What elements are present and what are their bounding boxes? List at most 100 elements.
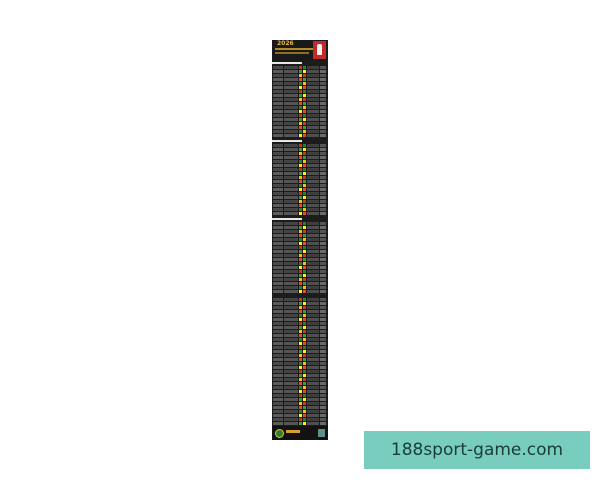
schedule-cell bbox=[273, 226, 283, 229]
schedule-cell bbox=[303, 378, 306, 381]
schedule-cell bbox=[299, 382, 302, 385]
schedule-cell bbox=[284, 314, 298, 317]
schedule-cell bbox=[303, 156, 306, 159]
schedule-cell bbox=[303, 184, 306, 187]
schedule-cell bbox=[299, 74, 302, 77]
schedule-cell bbox=[303, 346, 306, 349]
schedule-cell bbox=[273, 152, 283, 155]
schedule-cell bbox=[284, 254, 298, 257]
schedule-row bbox=[272, 334, 328, 337]
schedule-cell bbox=[320, 192, 326, 195]
schedule-cell bbox=[273, 176, 283, 179]
schedule-cell bbox=[299, 406, 302, 409]
schedule-cell bbox=[284, 318, 298, 321]
schedule-cell bbox=[299, 204, 302, 207]
schedule-cell bbox=[320, 326, 326, 329]
schedule-cell bbox=[303, 250, 306, 253]
schedule-cell bbox=[284, 110, 298, 113]
schedule-cell bbox=[273, 114, 283, 117]
schedule-cell bbox=[273, 86, 283, 89]
schedule-cell bbox=[320, 226, 326, 229]
schedule-cell bbox=[320, 342, 326, 345]
schedule-cell bbox=[320, 346, 326, 349]
schedule-cell bbox=[303, 310, 306, 313]
schedule-cell bbox=[303, 326, 306, 329]
schedule-cell bbox=[320, 298, 326, 301]
schedule-cell bbox=[299, 290, 302, 293]
schedule-cell bbox=[299, 212, 302, 215]
schedule-cell bbox=[273, 184, 283, 187]
schedule-cell bbox=[320, 130, 326, 133]
schedule-cell bbox=[284, 204, 298, 207]
schedule-cell bbox=[303, 282, 306, 285]
schedule-cell bbox=[299, 370, 302, 373]
schedule-cell bbox=[303, 78, 306, 81]
schedule-cell bbox=[320, 382, 326, 385]
schedule-cell bbox=[299, 414, 302, 417]
schedule-cell bbox=[303, 122, 306, 125]
schedule-cell bbox=[320, 82, 326, 85]
schedule-cell bbox=[307, 254, 319, 257]
schedule-cell bbox=[299, 118, 302, 121]
schedule-cell bbox=[299, 358, 302, 361]
schedule-cell bbox=[299, 350, 302, 353]
schedule-cell bbox=[299, 378, 302, 381]
schedule-cell bbox=[273, 314, 283, 317]
schedule-row bbox=[272, 90, 328, 93]
schedule-cell bbox=[307, 270, 319, 273]
schedule-cell bbox=[320, 362, 326, 365]
schedule-cell bbox=[273, 386, 283, 389]
schedule-row bbox=[272, 298, 328, 301]
schedule-row bbox=[272, 168, 328, 171]
schedule-cell bbox=[320, 350, 326, 353]
schedule-cell bbox=[273, 318, 283, 321]
schedule-cell bbox=[303, 274, 306, 277]
schedule-cell bbox=[273, 246, 283, 249]
schedule-cell bbox=[307, 184, 319, 187]
schedule-cell bbox=[307, 98, 319, 101]
schedule-cell bbox=[299, 226, 302, 229]
schedule-cell bbox=[307, 398, 319, 401]
schedule-cell bbox=[273, 242, 283, 245]
schedule-cell bbox=[273, 298, 283, 301]
schedule-cell bbox=[307, 78, 319, 81]
schedule-cell bbox=[299, 250, 302, 253]
watermark-banner: 188sport-game.com bbox=[364, 431, 590, 469]
schedule-cell bbox=[273, 196, 283, 199]
schedule-cell bbox=[273, 334, 283, 337]
schedule-cell bbox=[303, 382, 306, 385]
schedule-cell bbox=[284, 278, 298, 281]
schedule-cell bbox=[307, 130, 319, 133]
schedule-cell bbox=[299, 156, 302, 159]
schedule-cell bbox=[299, 238, 302, 241]
schedule-cell bbox=[284, 230, 298, 233]
schedule-cell bbox=[307, 156, 319, 159]
schedule-cell bbox=[299, 122, 302, 125]
schedule-row bbox=[272, 144, 328, 147]
section-divider bbox=[272, 62, 302, 64]
schedule-cell bbox=[299, 70, 302, 73]
schedule-cell bbox=[273, 212, 283, 215]
schedule-cell bbox=[320, 212, 326, 215]
schedule-cell bbox=[273, 122, 283, 125]
schedule-row bbox=[272, 278, 328, 281]
schedule-cell bbox=[273, 130, 283, 133]
schedule-row bbox=[272, 350, 328, 353]
schedule-row bbox=[272, 102, 328, 105]
schedule-cell bbox=[320, 402, 326, 405]
schedule-rows bbox=[272, 222, 328, 294]
schedule-cell bbox=[303, 338, 306, 341]
schedule-cell bbox=[284, 390, 298, 393]
schedule-cell bbox=[303, 362, 306, 365]
schedule-cell bbox=[284, 386, 298, 389]
schedule-cell bbox=[303, 230, 306, 233]
schedule-row bbox=[272, 122, 328, 125]
schedule-row bbox=[272, 362, 328, 365]
schedule-cell bbox=[299, 148, 302, 151]
schedule-cell bbox=[307, 152, 319, 155]
schedule-cell bbox=[273, 164, 283, 167]
schedule-cell bbox=[273, 346, 283, 349]
schedule-cell bbox=[303, 318, 306, 321]
schedule-cell bbox=[284, 184, 298, 187]
schedule-cell bbox=[320, 266, 326, 269]
